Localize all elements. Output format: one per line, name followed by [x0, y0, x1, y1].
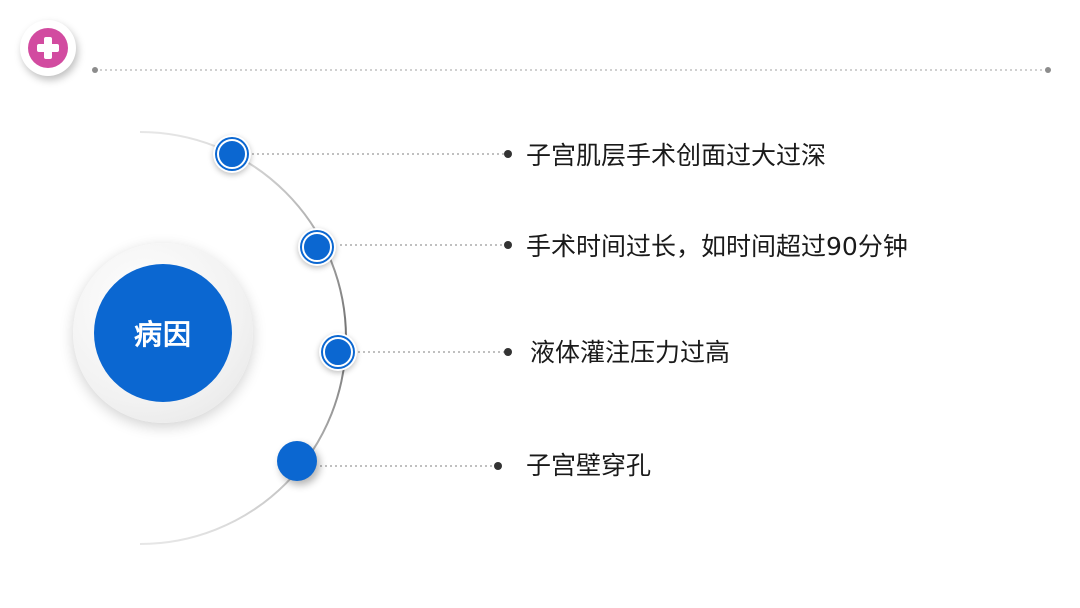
divider-end-right	[1045, 67, 1051, 73]
divider-end-left	[92, 67, 98, 73]
plus-badge	[20, 20, 76, 76]
bullet-3	[504, 348, 512, 356]
node-3	[319, 333, 357, 371]
plus-icon	[28, 28, 68, 68]
node-1	[213, 135, 251, 173]
cause-item-2: 手术时间过长，如时间超过90分钟	[526, 232, 908, 261]
bullet-1	[504, 150, 512, 158]
node-2	[298, 228, 336, 266]
node-4	[277, 441, 317, 481]
center-label: 病因	[94, 264, 232, 402]
cause-item-4: 子宫壁穿孔	[526, 451, 652, 480]
cause-item-3: 液体灌注压力过高	[530, 338, 731, 367]
bullet-4	[494, 462, 502, 470]
bullet-2	[504, 241, 512, 249]
cause-item-1: 子宫肌层手术创面过大过深	[526, 141, 827, 170]
